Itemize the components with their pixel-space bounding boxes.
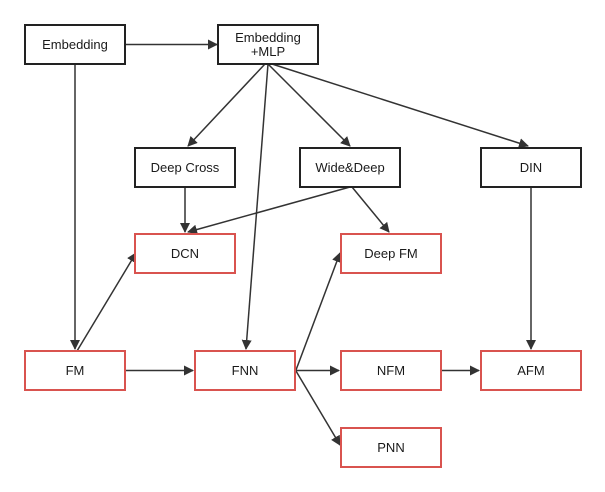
node-label-deep-cross: Deep Cross	[151, 160, 220, 175]
node-label-pnn: PNN	[377, 440, 404, 455]
node-box-nfm	[340, 350, 442, 391]
node-box-afm	[480, 350, 582, 391]
node-pnn: PNN	[340, 427, 442, 468]
node-wide-deep: Wide&Deep	[299, 147, 401, 188]
edge-wide-deep-to-dcn	[187, 186, 351, 235]
node-label-embedding: Embedding	[42, 37, 108, 52]
edge-embedding-mlp-to-din	[271, 63, 529, 149]
node-label-din: DIN	[520, 160, 542, 175]
node-deep-fm: Deep FM	[340, 233, 442, 274]
node-box-din	[480, 147, 582, 188]
node-dcn: DCN	[134, 233, 236, 274]
node-box-deep-cross	[134, 147, 236, 188]
node-label-nfm: NFM	[377, 363, 405, 378]
node-fm: FM	[24, 350, 126, 391]
node-embedding-mlp: Embedding+MLP	[217, 24, 319, 65]
edge-embedding-mlp-to-wide-deep	[267, 63, 351, 147]
node-box-wide-deep	[299, 147, 401, 188]
node-box-deep-fm	[340, 233, 442, 274]
node-label-afm: AFM	[517, 363, 544, 378]
node-label-fnn: FNN	[232, 363, 259, 378]
edge-fnn-to-pnn	[295, 370, 341, 446]
edge-embedding-mlp-to-deep-cross	[187, 63, 266, 147]
node-label-wide-deep: Wide&Deep	[315, 160, 384, 175]
node-din: DIN	[480, 147, 582, 188]
node-label-deep-fm: Deep FM	[364, 246, 417, 261]
edge-fm-to-dcn	[76, 252, 137, 352]
node-deep-cross: Deep Cross	[134, 147, 236, 188]
node-label-embedding-mlp-line-1: Embedding	[235, 30, 301, 45]
node-afm: AFM	[480, 350, 582, 391]
node-fnn: FNN	[194, 350, 296, 391]
node-box-embedding	[24, 24, 126, 65]
node-box-embedding-mlp	[217, 24, 319, 65]
node-box-fm	[24, 350, 126, 391]
node-label-fm: FM	[66, 363, 85, 378]
edge-embedding-mlp-to-fnn	[241, 63, 269, 350]
node-nfm: NFM	[340, 350, 442, 391]
node-label-embedding-mlp-line-2: +MLP	[251, 44, 285, 59]
edge-fnn-to-deep-fm	[295, 252, 342, 371]
node-embedding: Embedding	[24, 24, 126, 65]
node-label-dcn: DCN	[171, 246, 199, 261]
node-box-fnn	[194, 350, 296, 391]
edge-layer	[70, 39, 536, 446]
node-box-pnn	[340, 427, 442, 468]
edge-wide-deep-to-deep-fm	[351, 186, 390, 233]
node-box-dcn	[134, 233, 236, 274]
